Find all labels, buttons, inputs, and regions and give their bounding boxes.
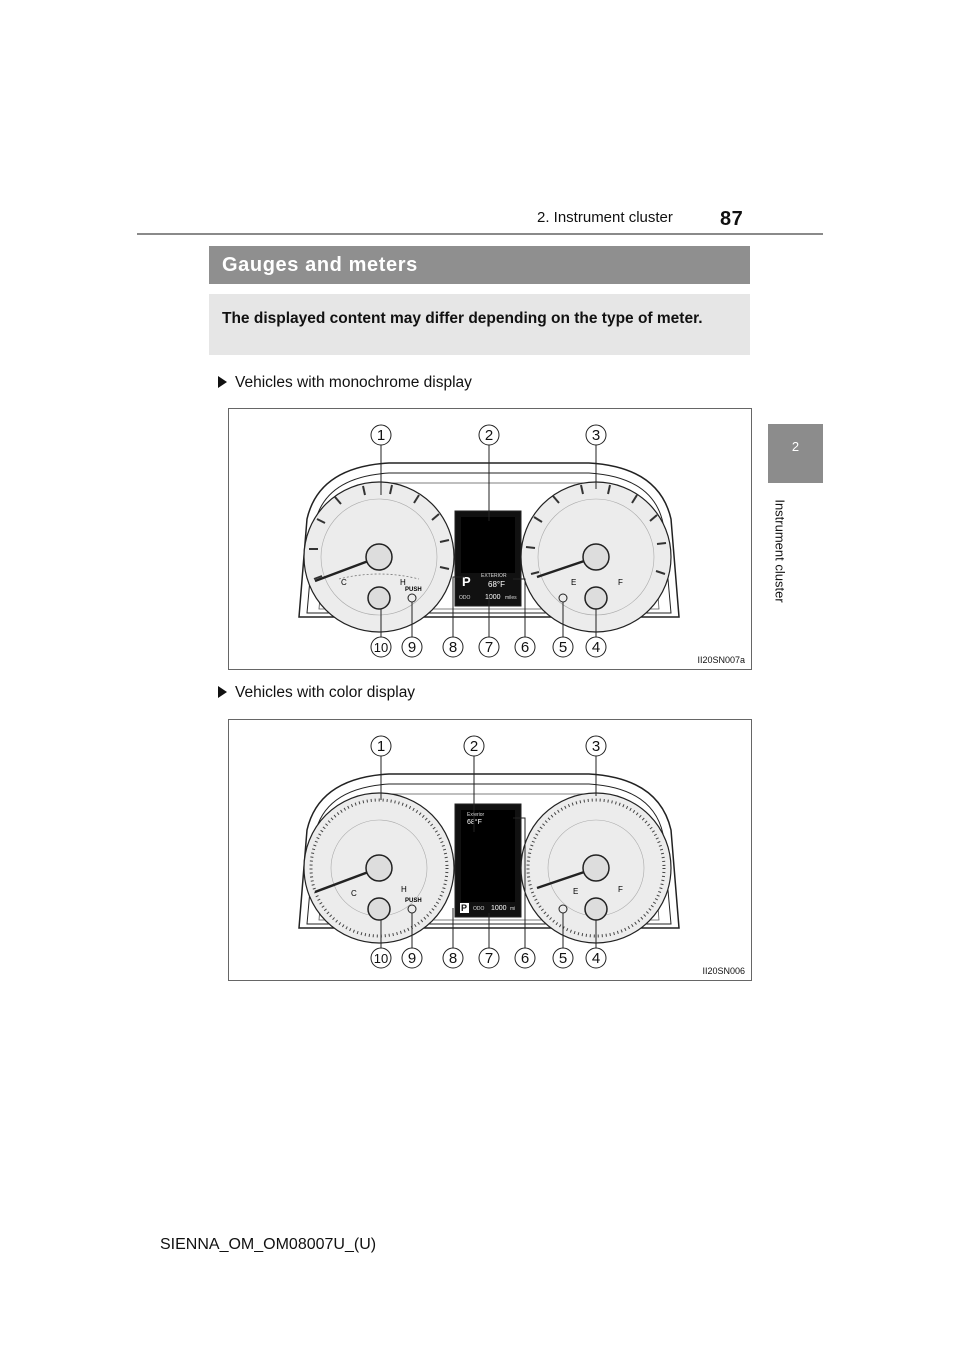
odometer-unit: mi <box>510 906 515 912</box>
exterior-label: EXTERIOR <box>481 573 507 579</box>
callout-10: 10 <box>374 640 388 655</box>
intro-text: The displayed content may differ dependi… <box>222 310 703 327</box>
odometer-readout: 1000 <box>491 905 507 912</box>
callout-3: 3 <box>592 738 600 755</box>
callout-5: 5 <box>559 950 567 967</box>
cluster-illustration: C H PUSH E F Exterior 68°F P ODO 1000 mi <box>298 735 680 969</box>
callout-9: 9 <box>408 950 416 967</box>
callout-4: 4 <box>592 950 600 967</box>
subheading-monochrome: Vehicles with monochrome display <box>218 374 472 392</box>
odometer-readout: 1000 <box>485 594 501 601</box>
triangle-bullet-icon <box>218 376 227 388</box>
empty-label: E <box>573 887 578 896</box>
triangle-bullet-icon <box>218 686 227 698</box>
callout-8: 8 <box>449 639 457 656</box>
callout-9: 9 <box>408 639 416 656</box>
title-band: Gauges and meters <box>209 246 750 284</box>
chapter-label-container: Instrument cluster <box>760 488 800 613</box>
page-title: Gauges and meters <box>222 254 418 276</box>
gear-indicator: P <box>462 574 471 589</box>
push-label: PUSH <box>405 587 422 593</box>
page-number: 87 <box>720 208 744 230</box>
full-label: F <box>618 578 623 587</box>
odo-label: ODO <box>473 906 485 912</box>
callout-1: 1 <box>377 738 385 755</box>
figure-code: II20SN007a <box>697 655 745 665</box>
push-label: PUSH <box>405 898 422 904</box>
temperature-readout: 68°F <box>488 580 505 589</box>
callout-5: 5 <box>559 639 567 656</box>
empty-label: E <box>571 578 576 587</box>
header-rule <box>137 233 823 235</box>
cold-label: C <box>351 889 357 898</box>
intro-box: The displayed content may differ dependi… <box>209 294 750 355</box>
hot-label: H <box>400 578 406 587</box>
callout-3: 3 <box>592 427 600 444</box>
callout-2: 2 <box>470 738 478 755</box>
callout-10: 10 <box>374 951 388 966</box>
chapter-tab: 2 <box>768 424 823 483</box>
subheading-text: Vehicles with monochrome display <box>235 374 472 391</box>
callout-6: 6 <box>521 639 529 656</box>
footer-model-code: SIENNA_OM_OM08007U_(U) <box>160 1236 377 1253</box>
callout-7: 7 <box>485 950 493 967</box>
gear-indicator: P <box>461 903 467 913</box>
subheading-color: Vehicles with color display <box>218 684 415 702</box>
section-title: 2. Instrument cluster <box>537 209 673 226</box>
callout-2: 2 <box>485 427 493 444</box>
odometer-unit: miles <box>505 595 517 601</box>
full-label: F <box>618 885 623 894</box>
cold-label: C <box>341 578 347 587</box>
odo-label: ODO <box>459 595 471 601</box>
callout-4: 4 <box>592 639 600 656</box>
figure-monochrome-cluster: C H PUSH E F P EXTERIOR 68°F ODO 1000 mi… <box>228 408 752 670</box>
callout-8: 8 <box>449 950 457 967</box>
exterior-label: Exterior <box>467 812 485 818</box>
callout-1: 1 <box>377 427 385 444</box>
chapter-label: Instrument cluster <box>772 498 788 603</box>
subheading-text: Vehicles with color display <box>235 684 416 701</box>
hot-label: H <box>401 885 407 894</box>
chapter-number: 2 <box>791 439 800 454</box>
figure-color-cluster: C H PUSH E F Exterior 68°F P ODO 1000 mi <box>228 719 752 981</box>
callout-7: 7 <box>485 639 493 656</box>
figure-code: II20SN006 <box>702 966 745 976</box>
cluster-illustration: C H PUSH E F P EXTERIOR 68°F ODO 1000 mi… <box>298 424 680 658</box>
callout-6: 6 <box>521 950 529 967</box>
